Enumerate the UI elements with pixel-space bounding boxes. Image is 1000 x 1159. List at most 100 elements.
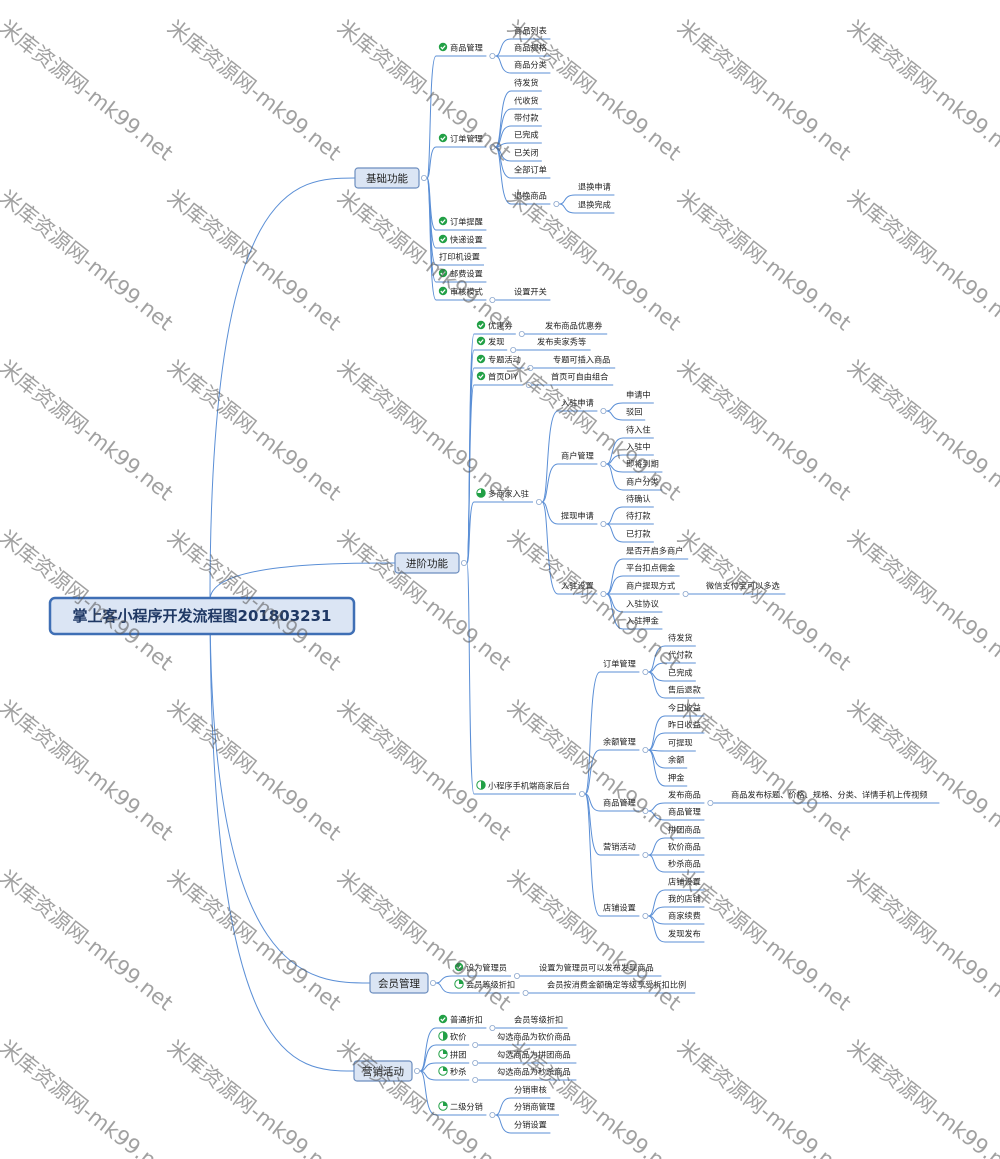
- topic-代付款[interactable]: 代付款: [665, 650, 696, 664]
- topic-入驻中[interactable]: 入驻中: [623, 442, 654, 456]
- topic-订单提醒[interactable]: 订单提醒: [436, 217, 487, 231]
- topic-拼团商品[interactable]: 拼团商品: [665, 825, 705, 839]
- topic-发布卖家秀等[interactable]: 发布卖家秀等: [534, 337, 591, 351]
- topic-余额[interactable]: 余额: [665, 755, 688, 769]
- collapse-toggle[interactable]: [489, 296, 496, 303]
- topic-砍价商品[interactable]: 砍价商品: [665, 842, 705, 856]
- branch-会员管理[interactable]: 会员管理: [369, 972, 429, 994]
- topic-商家续费[interactable]: 商家续费: [665, 911, 705, 925]
- collapse-toggle[interactable]: [642, 913, 649, 920]
- topic-会员等级折扣[interactable]: 会员等级折扣: [452, 979, 520, 994]
- collapse-toggle[interactable]: [429, 980, 436, 987]
- topic-店铺设置[interactable]: 店铺设置: [600, 903, 640, 917]
- topic-普通折扣[interactable]: 普通折扣: [436, 1015, 487, 1029]
- collapse-toggle[interactable]: [522, 990, 529, 997]
- collapse-toggle[interactable]: [707, 800, 714, 807]
- topic-微信支付宝可以多选[interactable]: 微信支付宝可以多选: [703, 581, 786, 595]
- topic-已完成[interactable]: 已完成: [665, 668, 696, 682]
- collapse-toggle[interactable]: [460, 560, 467, 567]
- collapse-toggle[interactable]: [536, 498, 543, 505]
- collapse-toggle[interactable]: [472, 1077, 479, 1084]
- topic-秒杀商品[interactable]: 秒杀商品: [665, 859, 705, 873]
- collapse-toggle[interactable]: [642, 747, 649, 754]
- topic-专题活动[interactable]: 专题活动: [474, 355, 525, 369]
- topic-可提现[interactable]: 可提现: [665, 738, 696, 752]
- topic-砍价[interactable]: 砍价: [436, 1031, 470, 1046]
- collapse-toggle[interactable]: [600, 591, 607, 598]
- collapse-toggle[interactable]: [682, 591, 689, 598]
- collapse-toggle[interactable]: [600, 460, 607, 467]
- collapse-toggle[interactable]: [518, 330, 525, 337]
- topic-分销设置[interactable]: 分销设置: [511, 1120, 551, 1134]
- collapse-toggle[interactable]: [489, 143, 496, 150]
- collapse-toggle[interactable]: [420, 174, 427, 181]
- topic-今日收益[interactable]: 今日收益: [665, 703, 705, 717]
- topic-余额管理[interactable]: 余额管理: [600, 737, 640, 751]
- topic-打印机设置[interactable]: 打印机设置: [436, 252, 484, 266]
- collapse-toggle[interactable]: [525, 381, 532, 388]
- topic-优惠券[interactable]: 优惠券: [474, 321, 516, 335]
- topic-发现发布[interactable]: 发现发布: [665, 929, 705, 943]
- topic-分销审核[interactable]: 分销审核: [511, 1085, 551, 1099]
- topic-押金[interactable]: 押金: [665, 773, 688, 787]
- topic-待发货[interactable]: 待发货: [511, 78, 542, 92]
- topic-待发货[interactable]: 待发货: [665, 633, 696, 647]
- topic-快递设置[interactable]: 快递设置: [436, 235, 487, 249]
- collapse-toggle[interactable]: [510, 346, 517, 353]
- collapse-toggle[interactable]: [553, 200, 560, 207]
- topic-二级分销[interactable]: 二级分销: [436, 1101, 487, 1116]
- topic-已完成[interactable]: 已完成: [511, 130, 542, 144]
- topic-全部订单[interactable]: 全部订单: [511, 165, 551, 179]
- topic-店铺设置[interactable]: 店铺设置: [665, 877, 705, 891]
- topic-分销商管理[interactable]: 分销商管理: [511, 1102, 559, 1116]
- topic-设置为管理员可以发布发现商品[interactable]: 设置为管理员可以发布发现商品: [536, 963, 662, 977]
- topic-商品管理[interactable]: 商品管理: [436, 43, 487, 57]
- topic-即将到期[interactable]: 即将到期: [623, 459, 663, 473]
- topic-审核模式[interactable]: 审核模式: [436, 287, 487, 301]
- topic-多商家入驻[interactable]: 多商家入驻: [474, 488, 533, 503]
- topic-首页可自由组合[interactable]: 首页可自由组合: [548, 372, 614, 386]
- topic-已关闭[interactable]: 已关闭: [511, 148, 542, 162]
- collapse-toggle[interactable]: [642, 669, 649, 676]
- topic-平台扣点佣金[interactable]: 平台扣点佣金: [623, 563, 680, 577]
- topic-入驻设置[interactable]: 入驻设置: [558, 581, 598, 595]
- topic-会员按消费金额确定等级享受折扣比例[interactable]: 会员按消费金额确定等级享受折扣比例: [544, 980, 696, 994]
- topic-待打款[interactable]: 待打款: [623, 511, 654, 525]
- topic-营销活动[interactable]: 营销活动: [600, 842, 640, 856]
- collapse-toggle[interactable]: [600, 521, 607, 528]
- topic-小程序手机端商家后台[interactable]: 小程序手机端商家后台: [474, 780, 576, 795]
- topic-专题可插入商品[interactable]: 专题可插入商品: [550, 355, 616, 369]
- collapse-toggle[interactable]: [472, 1042, 479, 1049]
- branch-基础功能[interactable]: 基础功能: [354, 167, 420, 189]
- topic-拼团[interactable]: 拼团: [436, 1049, 470, 1064]
- topic-商品列表[interactable]: 商品列表: [511, 26, 551, 40]
- topic-商品管理[interactable]: 商品管理: [665, 807, 705, 821]
- topic-待入住[interactable]: 待入住: [623, 425, 654, 439]
- topic-商品规格[interactable]: 商品规格: [511, 43, 551, 57]
- topic-带付款[interactable]: 带付款: [511, 113, 542, 127]
- collapse-toggle[interactable]: [527, 364, 534, 371]
- collapse-toggle[interactable]: [413, 1068, 420, 1075]
- topic-会员等级折扣[interactable]: 会员等级折扣: [511, 1015, 568, 1029]
- topic-退换申请[interactable]: 退换申请: [575, 182, 615, 196]
- topic-代收货[interactable]: 代收货: [511, 96, 542, 110]
- topic-订单管理[interactable]: 订单管理: [600, 659, 640, 673]
- topic-订单管理[interactable]: 订单管理: [436, 134, 487, 148]
- topic-入驻协议[interactable]: 入驻协议: [623, 599, 663, 613]
- topic-发现[interactable]: 发现: [474, 337, 508, 351]
- topic-发布商品优惠券[interactable]: 发布商品优惠券: [542, 321, 608, 335]
- topic-入驻押金[interactable]: 入驻押金: [623, 616, 663, 630]
- topic-退换商品[interactable]: 退换商品: [511, 191, 551, 205]
- topic-勾选商品为砍价商品[interactable]: 勾选商品为砍价商品: [494, 1032, 577, 1046]
- topic-商品分类[interactable]: 商品分类: [511, 60, 551, 74]
- topic-驳回[interactable]: 驳回: [623, 407, 646, 421]
- collapse-toggle[interactable]: [514, 973, 521, 980]
- topic-昨日收益[interactable]: 昨日收益: [665, 720, 705, 734]
- topic-入驻申请[interactable]: 入驻申请: [558, 398, 598, 412]
- collapse-toggle[interactable]: [642, 852, 649, 859]
- topic-首页DIY[interactable]: 首页DIY: [474, 372, 523, 386]
- collapse-toggle[interactable]: [489, 53, 496, 60]
- branch-进阶功能[interactable]: 进阶功能: [394, 552, 460, 574]
- topic-售后退款[interactable]: 售后退款: [665, 685, 705, 699]
- topic-发布商品[interactable]: 发布商品: [665, 790, 705, 804]
